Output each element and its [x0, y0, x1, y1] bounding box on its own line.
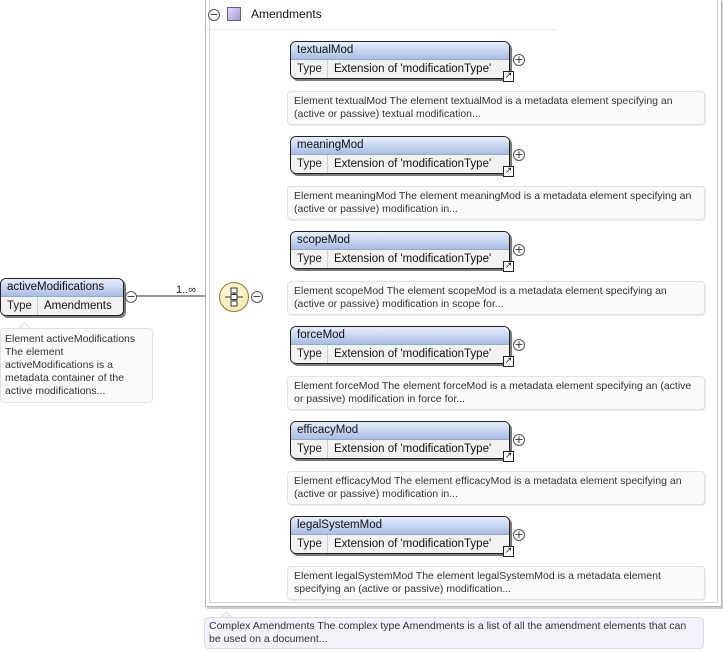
expand-icon[interactable]: +: [513, 433, 525, 446]
type-row: Type Extension of 'modificationType': [291, 155, 509, 173]
expand-icon[interactable]: +: [513, 338, 525, 351]
type-link-icon[interactable]: ↗: [503, 261, 514, 272]
element-description: Element efficacyMod The element efficacy…: [287, 471, 705, 505]
child-element-textualMod[interactable]: textualMod Type Extension of 'modificati…: [290, 41, 514, 82]
divider: [37, 297, 38, 315]
group-title: Amendments: [251, 7, 322, 21]
element-name: activeModifications: [1, 279, 123, 297]
type-label: Type: [297, 253, 322, 265]
sequence-icon: [225, 287, 243, 307]
element-name: meaningMod: [291, 137, 509, 155]
type-label: Type: [297, 443, 322, 455]
child-element-scopeMod[interactable]: scopeMod Type Extension of 'modification…: [290, 231, 514, 272]
type-value: Extension of 'modificationType': [334, 443, 492, 455]
element-description: Element scopeMod The element scopeMod is…: [287, 281, 705, 315]
type-row: Type Extension of 'modificationType': [291, 60, 509, 78]
element-description: Element legalSystemMod The element legal…: [287, 566, 705, 600]
divider: [327, 345, 328, 363]
type-value: Extension of 'modificationType': [334, 158, 492, 170]
collapse-icon[interactable]: −: [251, 290, 263, 303]
type-link-icon[interactable]: ↗: [503, 546, 514, 557]
complex-type-icon: [227, 7, 241, 21]
divider: [327, 250, 328, 268]
child-element-forceMod[interactable]: forceMod Type Extension of 'modification…: [290, 326, 514, 367]
type-value: Extension of 'modificationType': [334, 63, 492, 75]
type-value: Extension of 'modificationType': [334, 538, 492, 550]
element-name: scopeMod: [291, 232, 509, 250]
collapse-icon[interactable]: −: [208, 8, 220, 21]
collapse-icon[interactable]: −: [125, 290, 137, 303]
divider: [327, 155, 328, 173]
type-link-icon[interactable]: ↗: [503, 166, 514, 177]
type-label: Type: [7, 300, 32, 312]
type-row: Type Extension of 'modificationType': [291, 535, 509, 553]
type-row: Type Amendments: [1, 297, 123, 315]
child-element-legalSystemMod[interactable]: legalSystemMod Type Extension of 'modifi…: [290, 516, 514, 557]
type-row: Type Extension of 'modificationType': [291, 250, 509, 268]
element-name: efficacyMod: [291, 422, 509, 440]
element-name: forceMod: [291, 327, 509, 345]
type-label: Type: [297, 348, 322, 360]
divider: [327, 535, 328, 553]
expand-icon[interactable]: +: [513, 528, 525, 541]
child-element-efficacyMod[interactable]: efficacyMod Type Extension of 'modificat…: [290, 421, 514, 462]
multiplicity-label: 1..∞: [176, 284, 197, 296]
expand-icon[interactable]: +: [513, 53, 525, 66]
type-row: Type Extension of 'modificationType': [291, 345, 509, 363]
expand-icon[interactable]: +: [513, 148, 525, 161]
element-description: Element meaningMod The element meaningMo…: [287, 186, 705, 220]
type-link-icon[interactable]: ↗: [503, 71, 514, 82]
root-element-activeModifications[interactable]: activeModifications Type Amendments: [0, 278, 124, 316]
type-label: Type: [297, 538, 322, 550]
element-name: legalSystemMod: [291, 517, 509, 535]
divider: [327, 60, 328, 78]
type-label: Type: [297, 158, 322, 170]
expand-icon[interactable]: +: [513, 243, 525, 256]
element-description: Element forceMod The element forceMod is…: [287, 376, 705, 410]
type-value: Extension of 'modificationType': [334, 348, 492, 360]
group-header: − Amendments: [207, 4, 567, 30]
type-value: Extension of 'modificationType': [334, 253, 492, 265]
child-element-meaningMod[interactable]: meaningMod Type Extension of 'modificati…: [290, 136, 514, 177]
complex-type-description: Complex Amendments The complex type Amen…: [204, 617, 704, 649]
element-name: textualMod: [291, 42, 509, 60]
divider: [207, 29, 557, 30]
sequence-compositor[interactable]: [219, 282, 249, 312]
element-description: Element textualMod The element textualMo…: [287, 91, 705, 125]
type-row: Type Extension of 'modificationType': [291, 440, 509, 458]
type-link-icon[interactable]: ↗: [503, 451, 514, 462]
divider: [327, 440, 328, 458]
type-value: Amendments: [44, 300, 112, 312]
type-link-icon[interactable]: ↗: [503, 356, 514, 367]
root-description: Element activeModifications The element …: [0, 328, 153, 403]
type-label: Type: [297, 63, 322, 75]
